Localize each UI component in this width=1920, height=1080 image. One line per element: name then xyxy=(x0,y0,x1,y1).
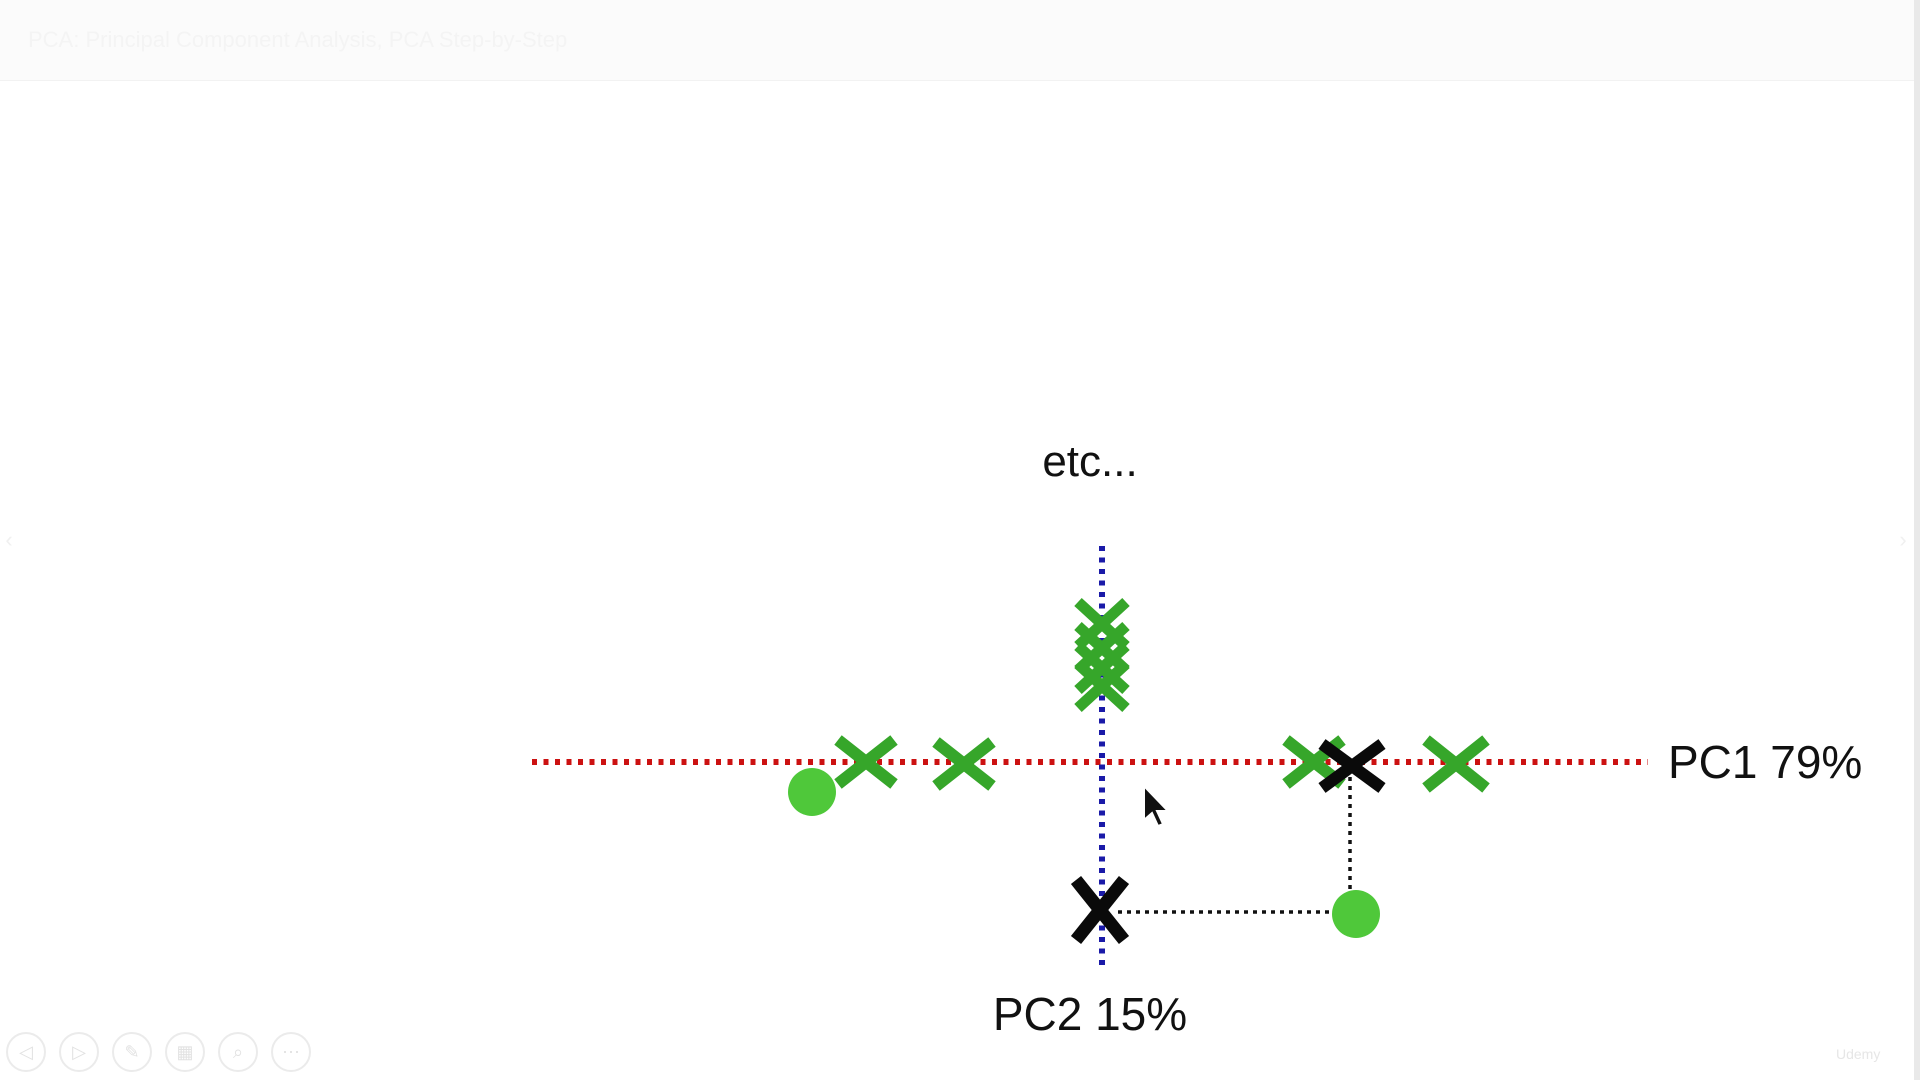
data-point-x xyxy=(1074,641,1130,695)
mouse-cursor-icon xyxy=(1143,783,1171,828)
next-icon[interactable]: ▷ xyxy=(59,1032,99,1072)
pc1-label: PC1 79% xyxy=(1668,736,1862,788)
previous-icon[interactable]: ◁ xyxy=(6,1032,46,1072)
data-point-circle xyxy=(1332,890,1380,938)
title-bar: PCA: Principal Component Analysis, PCA S… xyxy=(0,0,1920,81)
scrollbar[interactable] xyxy=(1914,0,1920,1080)
presentation-toolbar: ◁ ▷ ✎ ▦ ⌕ ⋯ xyxy=(6,1032,311,1072)
more-icon[interactable]: ⋯ xyxy=(271,1032,311,1072)
data-point-circle xyxy=(788,768,836,816)
lecture-title: PCA: Principal Component Analysis, PCA S… xyxy=(28,27,568,52)
data-point-x xyxy=(1074,621,1130,675)
highlighted-point-pc1 xyxy=(1318,739,1386,793)
data-point-x xyxy=(932,737,996,791)
etc-label: etc... xyxy=(1042,437,1137,486)
pen-icon[interactable]: ✎ xyxy=(112,1032,152,1072)
next-slide-icon[interactable]: › xyxy=(1899,527,1907,552)
pc2-label: PC2 15% xyxy=(993,988,1187,1040)
data-point-x xyxy=(1422,735,1490,793)
udemy-watermark: Udemy xyxy=(1836,1046,1881,1062)
data-point-x xyxy=(834,735,898,789)
data-point-x xyxy=(1074,659,1130,713)
slides-icon[interactable]: ▦ xyxy=(165,1032,205,1072)
zoom-icon[interactable]: ⌕ xyxy=(218,1032,258,1072)
previous-slide-icon[interactable]: ‹ xyxy=(5,527,13,552)
highlighted-point-pc2 xyxy=(1070,875,1130,945)
